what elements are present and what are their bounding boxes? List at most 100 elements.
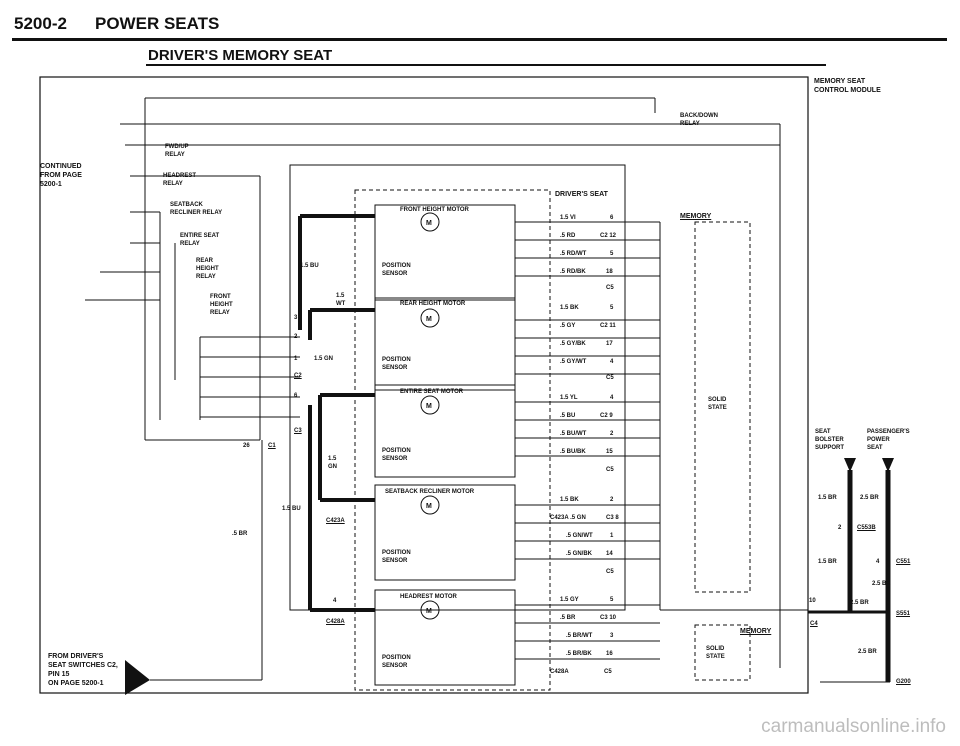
wire-label: 1.5 BR: [818, 559, 837, 565]
solid-state-label-bottom: SOLID STATE: [706, 646, 725, 660]
connector-label: C428A: [550, 669, 569, 675]
continued-from-label: CONTINUED FROM PAGE 5200-1: [40, 163, 82, 188]
wire-pin: 1: [610, 533, 614, 539]
wire-label: .5 RD/WT: [560, 251, 587, 257]
wire-pin: 5: [610, 251, 614, 257]
sensor-label-headrest: POSITION SENSOR: [382, 655, 411, 669]
wire-label: 1.5 GY: [560, 597, 579, 603]
wire-pin: 4: [610, 359, 614, 365]
wire-label: .5 GN/BK: [566, 551, 593, 557]
wire-label: .5 BR/BK: [566, 651, 592, 657]
connector-label: C5: [606, 467, 614, 473]
wire-label: .5 BU/WT: [560, 431, 587, 437]
from-driver-switches-label: FROM DRIVER'S SEAT SWITCHES C2, PIN 15 O…: [48, 653, 118, 687]
seatback-recliner-relay-label: SEATBACK RECLINER RELAY: [170, 202, 223, 216]
memory-label-bottom: MEMORY: [740, 628, 772, 635]
connector-label: C553B: [857, 525, 876, 531]
motor-title-entire-seat: ENTIRE SEAT MOTOR: [400, 389, 464, 395]
pin-label: 6: [294, 393, 298, 399]
wire-label: 1.5 YL: [560, 395, 578, 401]
wire-pin: 14: [606, 551, 613, 557]
wire-pin: 4: [610, 395, 614, 401]
wire-label: .5 RD: [560, 233, 576, 239]
motor-title-seatback-recliner: SEATBACK RECLINER MOTOR: [385, 489, 475, 495]
sensor-label-entire-seat: POSITION SENSOR: [382, 448, 411, 462]
svg-text:M: M: [426, 403, 432, 410]
wire-label: .5 GY/BK: [560, 341, 586, 347]
wire-label: .5 BR: [232, 531, 248, 537]
wire-label: C423A .5 GN: [550, 515, 586, 521]
entire-seat-relay-label: ENTIRE SEAT RELAY: [180, 233, 220, 247]
wire-label: .5 GY/WT: [560, 359, 587, 365]
pin-label: 10: [809, 598, 816, 604]
connector-label: C3: [294, 428, 302, 434]
page-subtitle: DRIVER'S MEMORY SEAT: [148, 47, 333, 64]
page-number: 5200-2: [14, 14, 67, 33]
ground-label: G200: [896, 679, 911, 685]
wire-label: 2.5 BR: [858, 649, 877, 655]
pin-label: 4: [333, 598, 337, 604]
headrest-relay-label: HEADREST RELAY: [163, 173, 197, 187]
section-title: POWER SEATS: [95, 14, 220, 33]
motor-title-front-height: FRONT HEIGHT MOTOR: [400, 207, 469, 213]
wire-label: 1.5 BU: [300, 263, 319, 269]
pin-label: 26: [243, 443, 250, 449]
wire-pin: 18: [606, 269, 613, 275]
header-rule: [12, 38, 947, 41]
wire-pin: C2 11: [600, 323, 616, 329]
svg-text:M: M: [426, 503, 432, 510]
pin-label: 4: [876, 559, 880, 565]
wire-pin: 2: [610, 431, 614, 437]
connector-label: C423A: [326, 518, 345, 524]
connector-label: C1: [268, 443, 276, 449]
connector-label: C5: [606, 285, 614, 291]
wire-label: 1.5 WT: [336, 293, 346, 307]
watermark: carmanualsonline.info: [761, 716, 946, 737]
sensor-label-seatback-recliner: POSITION SENSOR: [382, 550, 411, 564]
wire-label: .5 BU: [560, 413, 576, 419]
wire-label: .5 BR/WT: [566, 633, 593, 639]
sensor-label-front-height: POSITION SENSOR: [382, 263, 411, 277]
rear-height-relay-label: REAR HEIGHT RELAY: [196, 258, 219, 280]
pin-label: 2: [294, 334, 298, 340]
back-down-relay-label: BACK/DOWN RELAY: [680, 113, 718, 127]
wire-label: 2.5 BR: [872, 581, 891, 587]
wire-pin: 16: [606, 651, 613, 657]
memory-seat-control-module-label: MEMORY SEAT CONTROL MODULE: [814, 78, 881, 94]
wire-label: 1.5 BK: [560, 497, 579, 503]
wire-label: 2.5 BR: [860, 495, 879, 501]
pin-label: 1: [294, 356, 298, 362]
wire-label: 2.5 BR: [850, 600, 869, 606]
subtitle-rule: [146, 64, 826, 66]
front-height-relay-label: FRONT HEIGHT RELAY: [210, 294, 233, 316]
drivers-seat-label: DRIVER'S SEAT: [555, 191, 608, 198]
connector-label: C4: [810, 621, 818, 627]
wire-pin: C3 8: [606, 515, 619, 521]
memory-label: MEMORY: [680, 213, 712, 220]
motor-title-rear-height: REAR HEIGHT MOTOR: [400, 301, 466, 307]
svg-text:M: M: [426, 220, 432, 227]
pin-label: 3: [294, 315, 298, 321]
wire-pin: 2: [610, 497, 614, 503]
wire-pin: 6: [610, 215, 614, 221]
solid-state-label: SOLID STATE: [708, 397, 727, 411]
splice-label: S551: [896, 611, 911, 617]
wire-label: 1.5 GN: [314, 356, 334, 362]
passengers-power-seat-label: PASSENGER'S POWER SEAT: [867, 429, 910, 451]
wire-label: .5 GY: [560, 323, 576, 329]
connector-label: C5: [606, 569, 614, 575]
wire-pin: 5: [610, 597, 614, 603]
wire-label: .5 BU/BK: [560, 449, 586, 455]
wire-label: 1.5 GN: [328, 456, 337, 470]
pin-label: 2: [838, 525, 842, 531]
wire-pin: 3: [610, 633, 614, 639]
svg-text:M: M: [426, 608, 432, 615]
wire-label: 1.5 VI: [560, 215, 576, 221]
connector-label: C551: [896, 559, 911, 565]
wire-label: 1.5 BU: [282, 506, 301, 512]
fwd-up-relay-label: FWD/UP RELAY: [165, 144, 189, 158]
wire-pin: C2 12: [600, 233, 617, 239]
wire-pin: 15: [606, 449, 613, 455]
wire-label: .5 GN/WT: [566, 533, 593, 539]
